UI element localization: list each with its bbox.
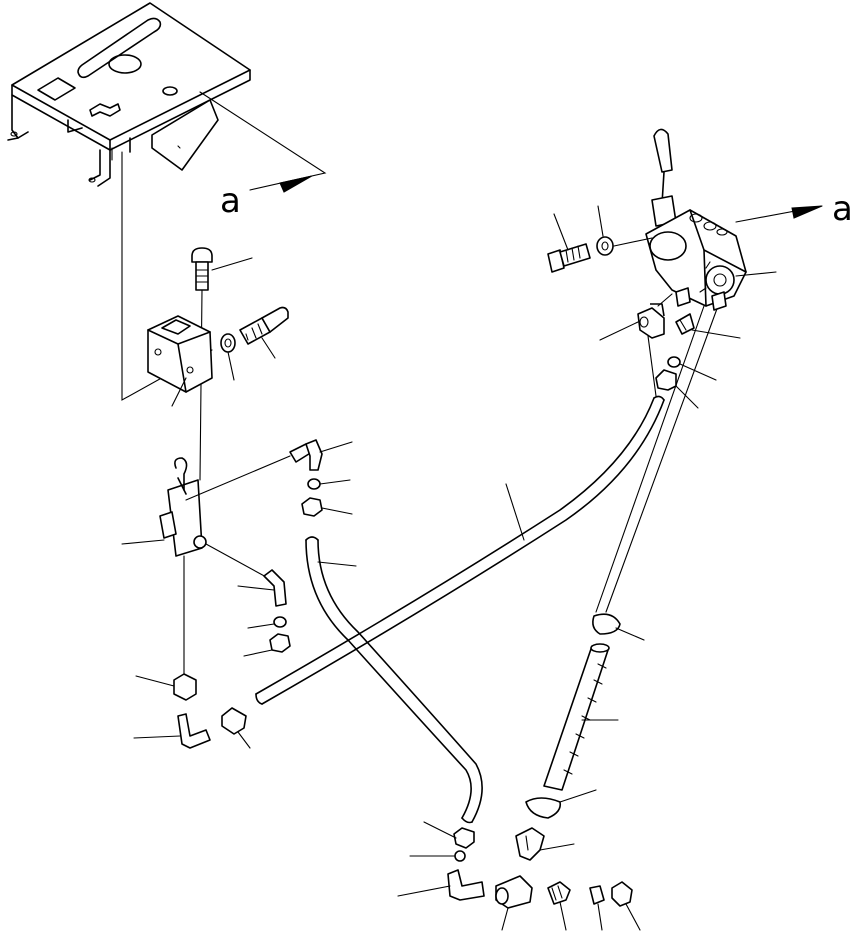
hose-ribbed — [543, 643, 619, 791]
hose-clamp-lower — [525, 789, 597, 819]
nut-mid — [243, 633, 291, 657]
tube-s-curve — [305, 536, 483, 824]
sleeve-bottom-2 — [589, 885, 605, 931]
elbow-bottom — [397, 869, 485, 901]
elbow-lower-left — [133, 713, 211, 749]
connector-lower — [221, 707, 251, 749]
washer-right-valve — [596, 205, 653, 256]
bracket — [147, 315, 213, 407]
bolt-right-valve — [547, 213, 591, 273]
nut-lower-left — [135, 673, 197, 701]
sleeve-bottom — [409, 850, 466, 862]
view-marker-left: a — [220, 181, 241, 221]
bolt-bracket — [239, 306, 289, 359]
sleeve-upper — [307, 478, 351, 490]
valve-right — [645, 128, 823, 311]
adapter-bottom — [515, 827, 575, 861]
nut-bottom-2 — [611, 881, 641, 931]
nut-right — [655, 369, 699, 409]
sleeve-mid — [247, 616, 287, 629]
valve-left — [121, 455, 291, 677]
view-marker-right: a — [832, 189, 853, 229]
bolt-vertical — [191, 247, 253, 481]
pipe-to-hose — [605, 305, 719, 613]
nut-upper — [301, 497, 353, 517]
pipe-to-hose-2 — [595, 305, 705, 613]
nut-bottom — [423, 821, 475, 849]
tube-long — [255, 395, 665, 705]
fitting-right-valve — [675, 313, 741, 339]
hose-clamp-upper — [592, 613, 645, 641]
tee-right-valve — [599, 293, 673, 341]
sleeve-right — [667, 356, 717, 381]
mounting-plate — [7, 2, 327, 193]
elbow-upper — [289, 439, 353, 471]
fitting-bottom — [547, 881, 571, 931]
washer-bracket — [220, 333, 236, 381]
pipe-tee-down — [647, 335, 657, 397]
elbow-mid — [237, 569, 287, 607]
tee-fitting — [495, 875, 533, 931]
